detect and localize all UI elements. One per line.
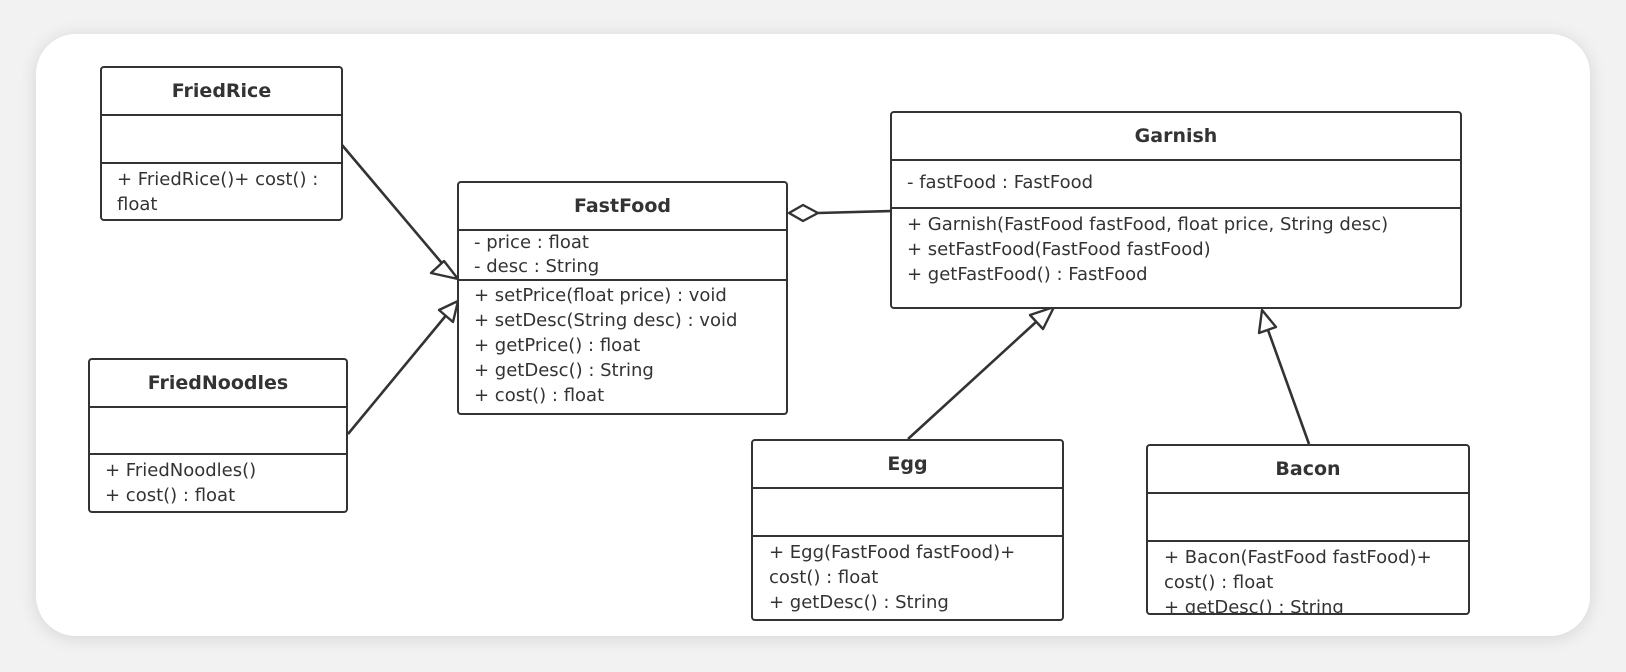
operation: + cost() : float — [105, 485, 236, 506]
class-name: Bacon — [1148, 446, 1468, 494]
attributes-compartment — [1148, 494, 1468, 542]
class-friedrice[interactable]: FriedRice + FriedRice()+ cost() : float — [100, 66, 343, 221]
relation-garnish-fastfood — [817, 209, 893, 215]
operations-compartment: + Bacon(FastFood fastFood)+ cost() : flo… — [1148, 542, 1468, 615]
operations-compartment: + Egg(FastFood fastFood)+ cost() : float… — [753, 537, 1062, 618]
operation: + setDesc(String desc) : void — [474, 310, 738, 331]
generalization-arrowhead — [437, 299, 460, 324]
operation: + getPrice() : float — [474, 335, 641, 356]
attributes-compartment: - price : float - desc : String — [459, 231, 786, 281]
attribute: - desc : String — [474, 256, 600, 277]
relation-friedrice-fastfood — [341, 144, 447, 269]
class-name: FriedNoodles — [90, 360, 346, 408]
operation: + getFastFood() : FastFood — [907, 264, 1148, 285]
operations-compartment: + Garnish(FastFood fastFood, float price… — [892, 209, 1460, 290]
attributes-compartment: - fastFood : FastFood — [892, 161, 1460, 209]
attributes-compartment — [90, 408, 346, 455]
operations-compartment: + FriedNoodles() + cost() : float — [90, 455, 346, 511]
operation: + setFastFood(FastFood fastFood) — [907, 239, 1211, 260]
attributes-compartment — [102, 116, 341, 164]
relation-bacon-garnish — [1266, 329, 1311, 445]
aggregation-diamond — [787, 203, 820, 223]
relation-friednoodles-fastfood — [346, 312, 450, 435]
attribute: - fastFood : FastFood — [907, 172, 1094, 193]
attribute: - price : float — [474, 232, 589, 253]
class-garnish[interactable]: Garnish - fastFood : FastFood + Garnish(… — [890, 111, 1462, 309]
relation-egg-garnish — [907, 321, 1037, 440]
operation: + FriedRice()+ cost() : float — [117, 169, 319, 215]
class-name: FriedRice — [102, 68, 341, 116]
class-bacon[interactable]: Bacon + Bacon(FastFood fastFood)+ cost()… — [1146, 444, 1470, 615]
class-name: Egg — [753, 441, 1062, 489]
class-name: FastFood — [459, 183, 786, 231]
generalization-arrowhead — [1028, 305, 1056, 331]
class-friednoodles[interactable]: FriedNoodles + FriedNoodles() + cost() :… — [88, 358, 348, 513]
attributes-compartment — [753, 489, 1062, 537]
operation: + setPrice(float price) : void — [474, 285, 727, 306]
operation: + Egg(FastFood fastFood)+ cost() : float — [769, 542, 1016, 588]
class-fastfood[interactable]: FastFood - price : float - desc : String… — [457, 181, 788, 415]
class-egg[interactable]: Egg + Egg(FastFood fastFood)+ cost() : f… — [751, 439, 1064, 621]
operation: + Bacon(FastFood fastFood)+ cost() : flo… — [1164, 547, 1432, 593]
class-name: Garnish — [892, 113, 1460, 161]
generalization-arrowhead — [429, 259, 460, 281]
operation: + Garnish(FastFood fastFood, float price… — [907, 214, 1389, 235]
operation: + FriedNoodles() — [105, 460, 257, 481]
operation: + getDesc() : String — [1164, 597, 1344, 615]
operation: + getDesc() : String — [769, 592, 949, 613]
generalization-arrowhead — [1257, 308, 1278, 335]
operations-compartment: + FriedRice()+ cost() : float — [102, 164, 341, 219]
operations-compartment: + setPrice(float price) : void + setDesc… — [459, 281, 786, 411]
operation: + cost() : float — [474, 385, 605, 406]
operation: + getDesc() : String — [474, 360, 654, 381]
